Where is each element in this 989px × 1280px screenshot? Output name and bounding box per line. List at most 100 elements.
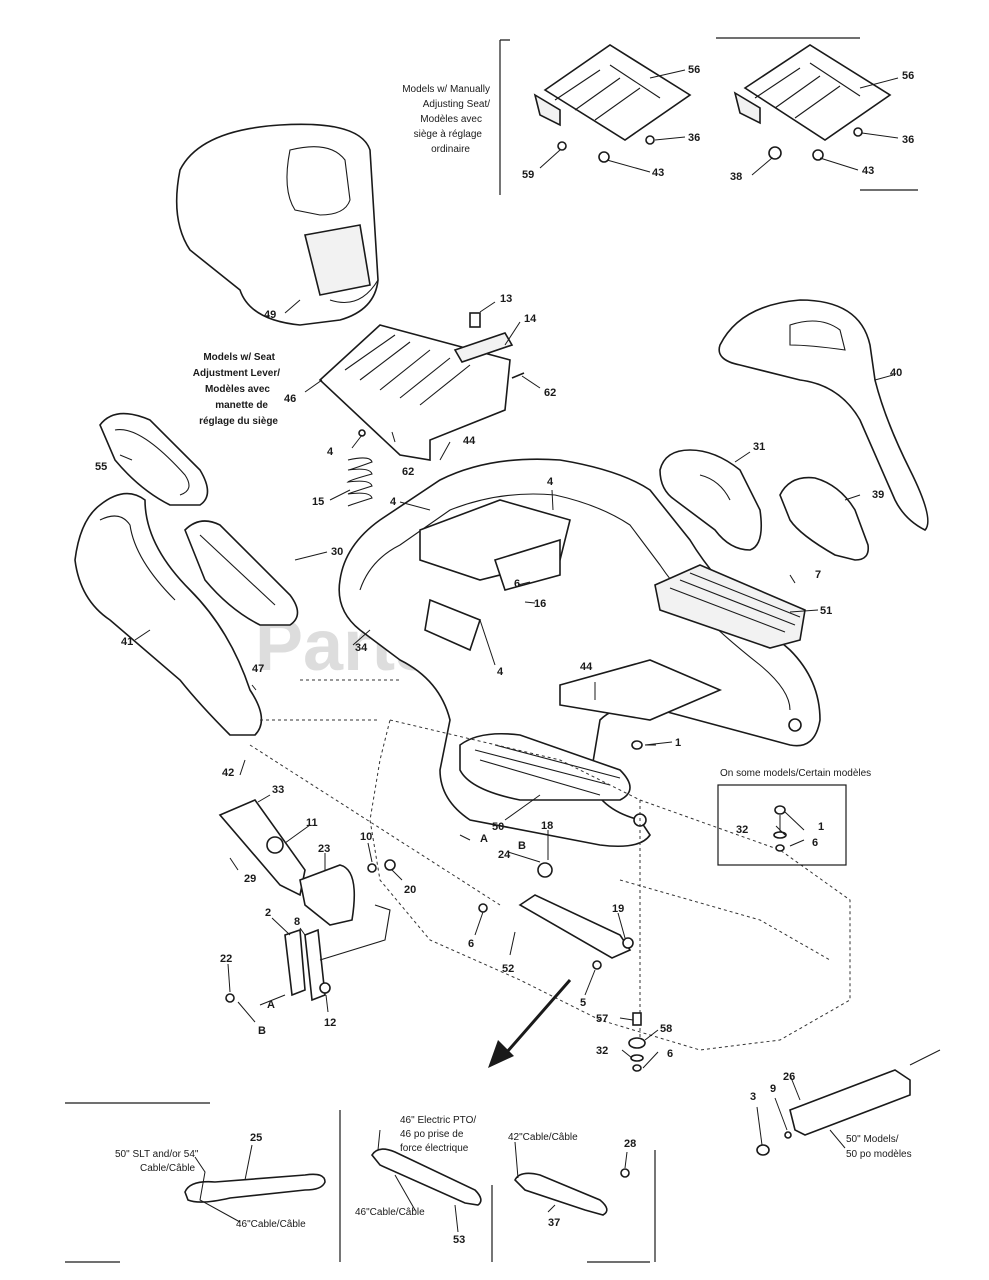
- svg-text:ordinaire: ordinaire: [431, 144, 470, 155]
- callout-B: B: [518, 840, 526, 852]
- callout-2: 2: [265, 907, 271, 919]
- callout-59: 59: [522, 169, 534, 181]
- bracket-26: [756, 1049, 941, 1156]
- inset-manual-seat: [499, 37, 918, 195]
- cover-31: [659, 449, 763, 551]
- callout-47: 47: [252, 663, 264, 675]
- callout-4: 4: [327, 446, 334, 458]
- callout-44: 44: [463, 435, 476, 447]
- part-13: [469, 312, 481, 328]
- step-50: [459, 732, 631, 801]
- callout-22: 22: [220, 953, 232, 965]
- callout-6: 6: [514, 578, 520, 590]
- seat-49: [175, 123, 379, 326]
- callout-labels: 56 36 43 59 56 36 43 38 49 13 14 62 46 4…: [95, 64, 914, 1246]
- cable-53: [371, 1148, 482, 1206]
- callout-18: 18: [541, 820, 553, 832]
- inset-some-models: [717, 784, 847, 866]
- bottom-notes: 50" Models/ 50 po modèles 50" SLT and/or…: [115, 1115, 912, 1230]
- part-24: [537, 862, 553, 878]
- callout-8: 8: [294, 916, 300, 928]
- callout-23: 23: [318, 843, 330, 855]
- callout-B: B: [258, 1025, 266, 1037]
- callout-1: 1: [818, 821, 824, 833]
- callout-31: 31: [753, 441, 765, 453]
- callout-30: 30: [331, 546, 343, 558]
- callout-49: 49: [264, 309, 276, 321]
- callout-24: 24: [498, 849, 511, 861]
- callout-32: 32: [596, 1045, 608, 1057]
- part-1-knob: [631, 740, 643, 750]
- svg-text:réglage du siège: réglage du siège: [199, 416, 278, 427]
- callout-26: 26: [783, 1071, 795, 1083]
- callout-15: 15: [312, 496, 324, 508]
- callout-55: 55: [95, 461, 107, 473]
- callout-42: 42: [222, 767, 234, 779]
- callout-7: 7: [815, 569, 821, 581]
- callout-37: 37: [548, 1217, 560, 1229]
- bracket-33: [218, 799, 306, 897]
- note-some-models: On some models/Certain modèles: [720, 768, 871, 779]
- bracket-16: [493, 538, 561, 591]
- cover-39: [779, 476, 870, 561]
- spring-15: [346, 429, 373, 507]
- part-11: [266, 836, 284, 854]
- cover-41: [74, 492, 263, 736]
- callout-4: 4: [497, 666, 504, 678]
- part-9: [784, 1131, 792, 1139]
- callout-20: 20: [404, 884, 416, 896]
- callout-19: 19: [612, 903, 624, 915]
- callout-44: 44: [580, 661, 593, 673]
- callout-29: 29: [244, 873, 256, 885]
- svg-text:Models w/ Seat: Models w/ Seat: [203, 352, 275, 363]
- callout-6: 6: [667, 1048, 673, 1060]
- callout-46: 46: [284, 393, 296, 405]
- part-3: [756, 1144, 770, 1156]
- callout-3: 3: [750, 1091, 756, 1103]
- svg-text:50 po modèles: 50 po modèles: [846, 1149, 912, 1160]
- callout-50: 50: [492, 821, 504, 833]
- part-38-knob: [768, 146, 782, 160]
- part-12: [319, 982, 331, 994]
- plate-44b: [559, 659, 723, 721]
- callout-56: 56: [902, 70, 914, 82]
- part-10: [367, 863, 377, 873]
- seat-pan-left: [543, 44, 692, 141]
- callout-32: 32: [736, 824, 748, 836]
- callout-12: 12: [324, 1017, 336, 1029]
- svg-text:Modèles avec: Modèles avec: [420, 114, 482, 125]
- part-14: [453, 332, 514, 363]
- leader-lines: [119, 69, 899, 1233]
- seat-pan-right: [743, 44, 892, 141]
- callout-6: 6: [468, 938, 474, 950]
- callout-58: 58: [660, 1023, 672, 1035]
- link-52: [518, 862, 634, 959]
- callout-1: 1: [675, 737, 681, 749]
- callout-5: 5: [580, 997, 586, 1009]
- svg-text:50" Models/: 50" Models/: [846, 1134, 899, 1145]
- callout-53: 53: [453, 1234, 465, 1246]
- note-lever-seat: Models w/ Seat Adjustment Lever/ Modèles…: [193, 352, 280, 427]
- svg-text:46"Cable/Câble: 46"Cable/Câble: [236, 1219, 306, 1230]
- note-manual-seat: Models w/ Manually Adjusting Seat/ Modèl…: [402, 84, 490, 155]
- callout-25: 25: [250, 1132, 262, 1144]
- callout-16: 16: [534, 598, 546, 610]
- direction-arrow: [488, 1040, 514, 1068]
- svg-text:Modèles avec: Modèles avec: [205, 384, 270, 395]
- part-5: [592, 960, 602, 970]
- svg-text:46 po prise de: 46 po prise de: [400, 1129, 464, 1140]
- part-59-nut: [557, 141, 567, 151]
- callout-6: 6: [812, 837, 818, 849]
- bracket-2: [284, 904, 391, 1002]
- svg-text:46" Electric PTO/: 46" Electric PTO/: [400, 1115, 476, 1126]
- svg-text:Adjustment Lever/: Adjustment Lever/: [193, 368, 280, 379]
- stack-57-58: [628, 1012, 646, 1072]
- callout-51: 51: [820, 605, 832, 617]
- callout-57: 57: [596, 1013, 608, 1025]
- svg-text:50" SLT and/or 54": 50" SLT and/or 54": [115, 1149, 199, 1160]
- callout-40: 40: [890, 367, 902, 379]
- bracket-left: [424, 598, 481, 652]
- callout-62: 62: [402, 466, 414, 478]
- callout-36: 36: [902, 134, 914, 146]
